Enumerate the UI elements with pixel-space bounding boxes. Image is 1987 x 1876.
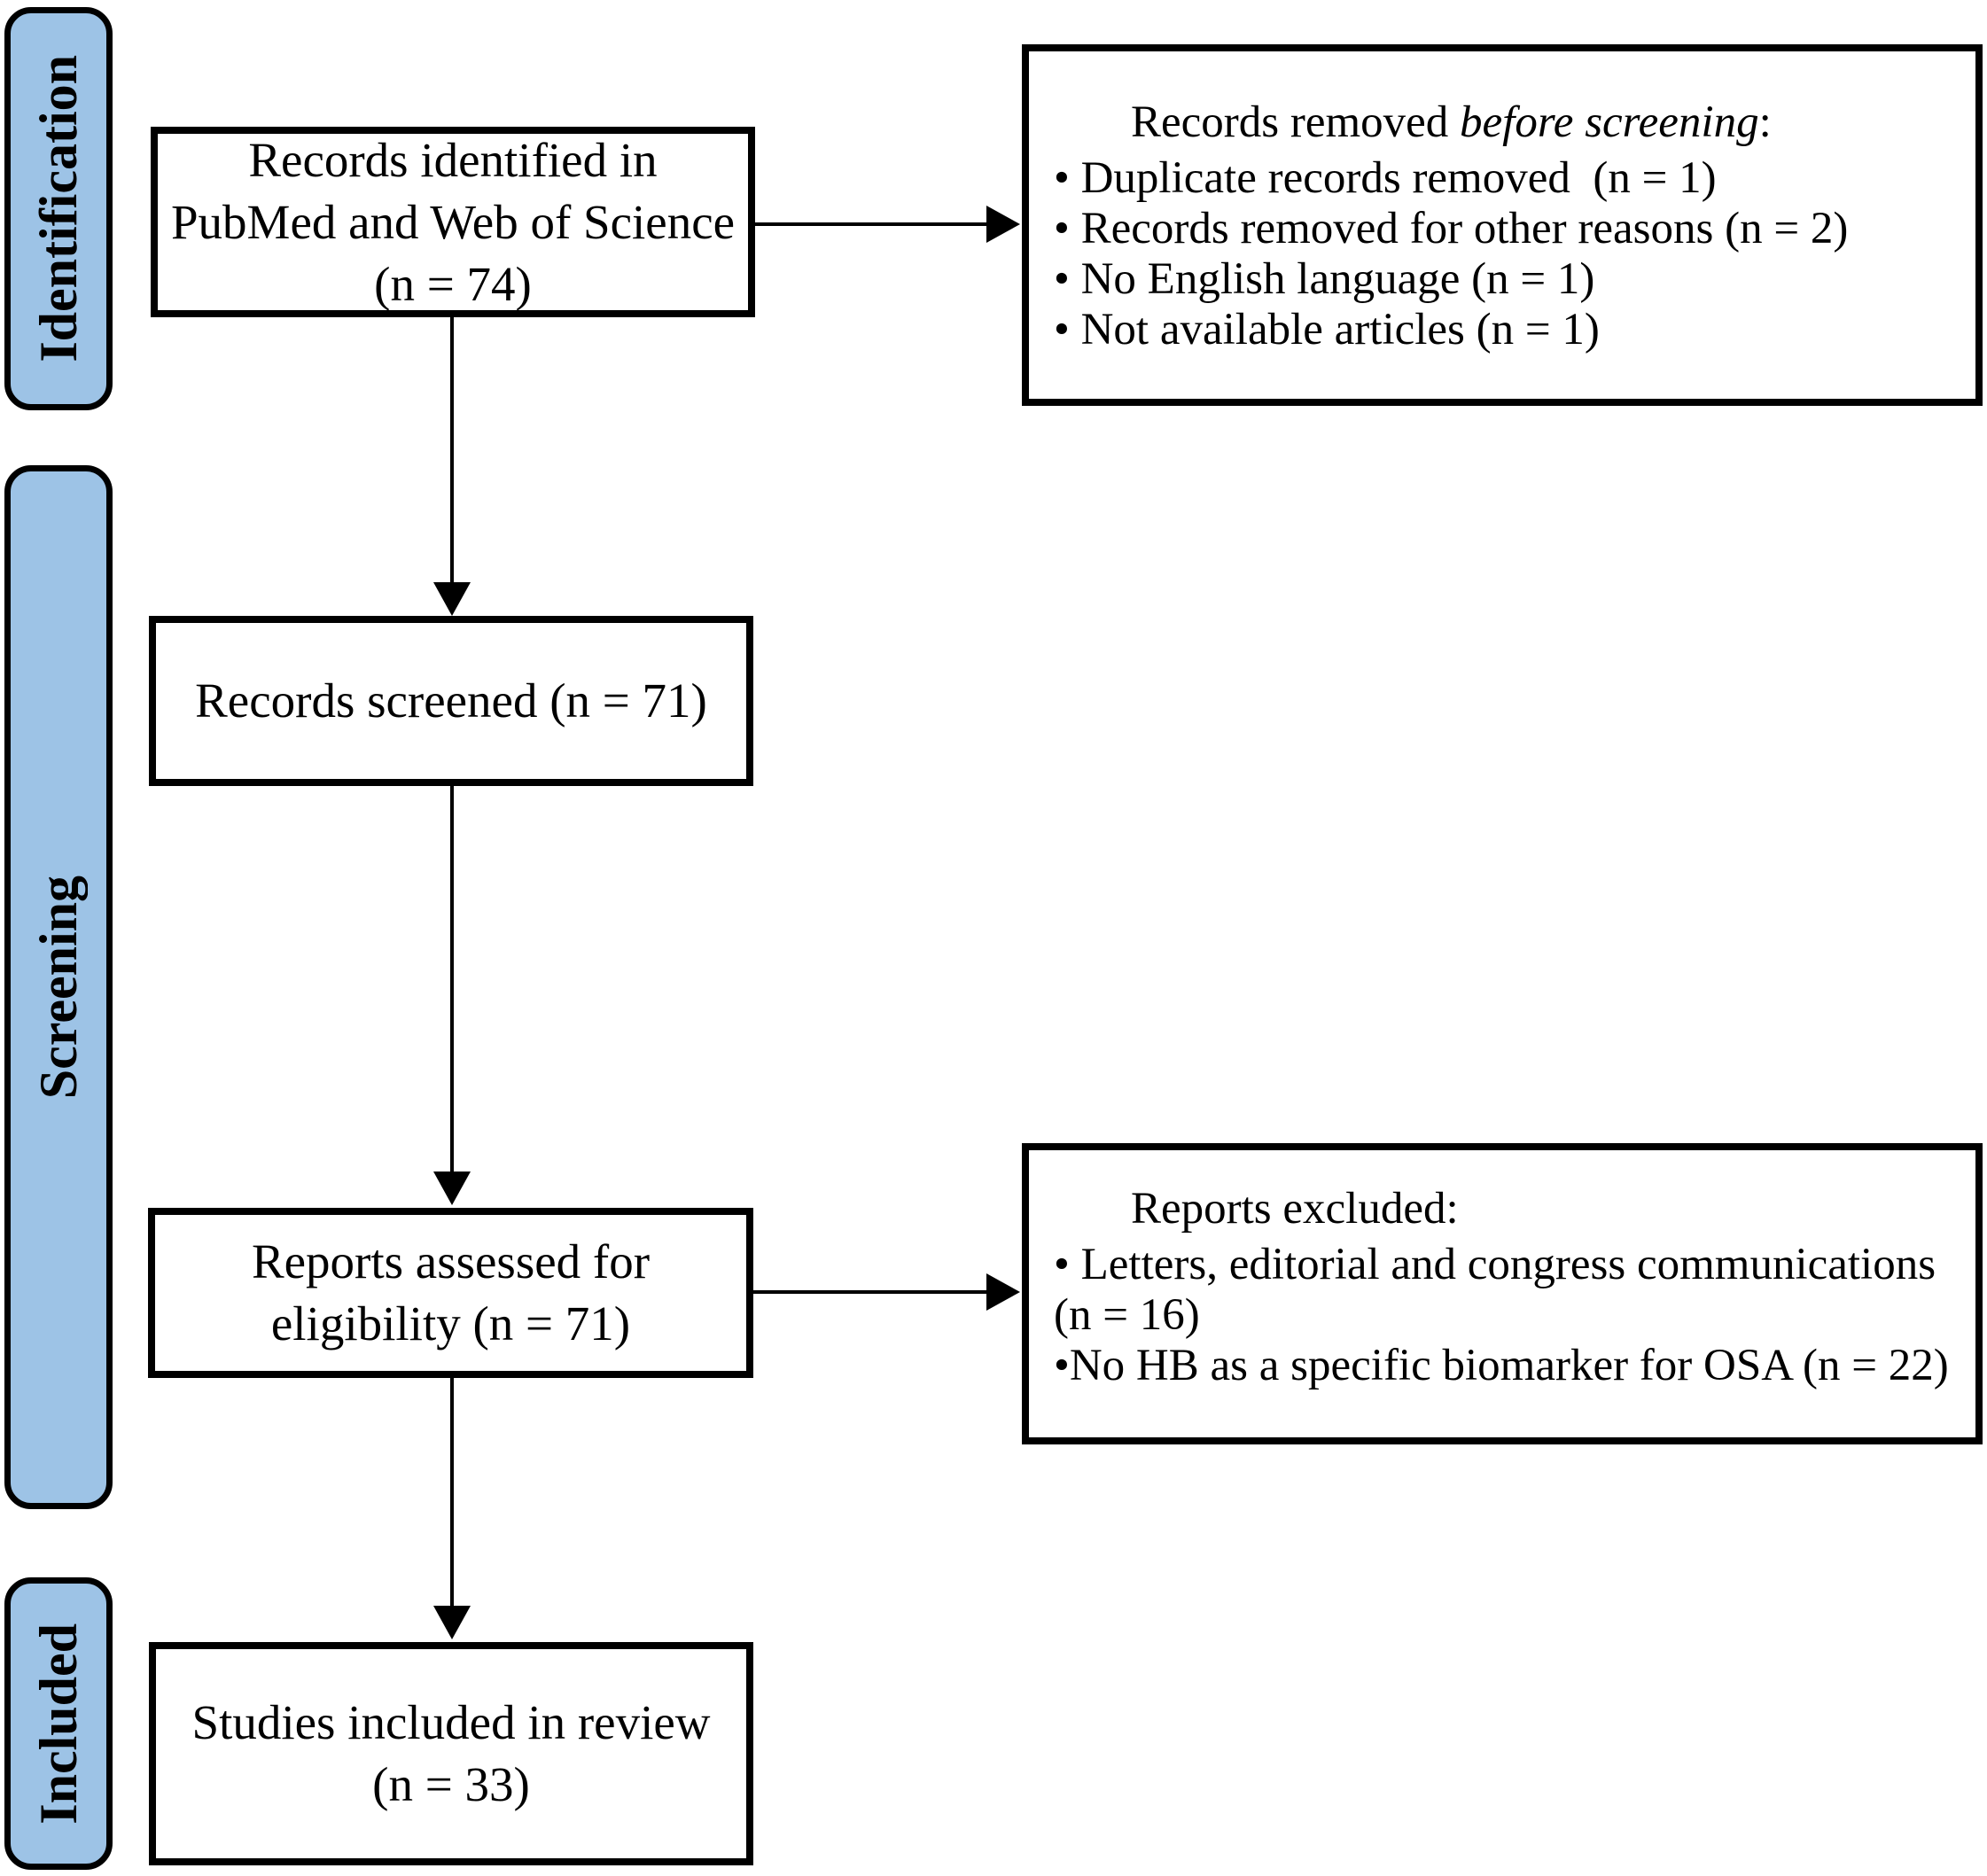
box-reports-excluded-title: Reports excluded:	[1131, 1184, 1459, 1234]
box-records-screened: Records screened (n = 71)	[149, 616, 753, 786]
arrow-line-assessed-to-excluded	[753, 1290, 990, 1294]
stage-bar-identification: Identification	[4, 7, 113, 410]
arrow-head-assessed-to-included	[433, 1606, 471, 1639]
arrow-line-identified-to-screened	[450, 317, 454, 585]
box-records-removed-bullets: • Duplicate records removed (n = 1) • Re…	[1054, 153, 1849, 354]
stage-label-screening: Screening	[28, 875, 88, 1100]
box-records-removed-title: Records removed before screening:	[1029, 51, 1975, 153]
stage-label-included: Included	[28, 1623, 88, 1825]
records-removed-title-prefix: Records removed	[1131, 97, 1461, 147]
arrow-line-screened-to-assessed	[450, 786, 454, 1174]
box-studies-included-text: Studies included in review (n = 33)	[191, 1695, 711, 1811]
records-removed-title-suffix: :	[1758, 97, 1772, 147]
box-reports-assessed-text: Reports assessed for eligibility (n = 71…	[251, 1234, 651, 1351]
box-reports-excluded-bullets: • Letters, editorial and congress commun…	[1054, 1240, 1949, 1390]
arrow-head-identified-to-removed	[986, 206, 1020, 243]
arrow-head-assessed-to-excluded	[986, 1273, 1020, 1311]
arrow-head-screened-to-assessed	[433, 1172, 471, 1205]
box-reports-excluded: Reports excluded: • Letters, editorial a…	[1022, 1143, 1983, 1444]
arrow-head-identified-to-screened	[433, 582, 471, 616]
box-reports-assessed: Reports assessed for eligibility (n = 71…	[148, 1208, 753, 1378]
box-records-removed: Records removed before screening: • Dupl…	[1022, 44, 1983, 406]
stage-label-identification: Identification	[28, 55, 88, 362]
records-removed-title-italic: before screening	[1460, 97, 1759, 147]
stage-bar-included: Included	[4, 1577, 113, 1870]
box-records-identified-text: Records identified in PubMed and Web of …	[170, 132, 736, 311]
stage-bar-screening: Screening	[4, 465, 113, 1509]
box-records-screened-text: Records screened (n = 71)	[195, 673, 707, 728]
arrow-line-assessed-to-included	[450, 1378, 454, 1608]
box-studies-included: Studies included in review (n = 33)	[149, 1642, 753, 1865]
box-records-identified: Records identified in PubMed and Web of …	[151, 127, 755, 317]
arrow-line-identified-to-removed	[755, 222, 990, 226]
